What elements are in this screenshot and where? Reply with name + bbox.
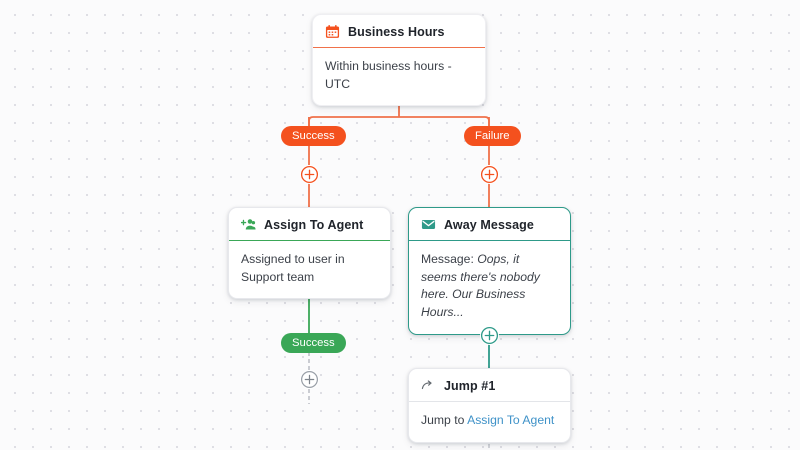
node-title: Business Hours — [348, 24, 445, 39]
node-title: Jump #1 — [444, 378, 496, 393]
add-node-button-failure[interactable] — [480, 165, 499, 184]
node-header: Business Hours — [313, 15, 485, 48]
node-title: Away Message — [444, 217, 534, 232]
jump-arrow-icon — [421, 378, 436, 393]
badge-label: Failure — [475, 130, 510, 142]
node-header: Jump #1 — [409, 369, 570, 402]
jump-prefix: Jump to — [421, 413, 465, 427]
node-body: Within business hours - UTC — [325, 59, 452, 91]
badge-success-agent[interactable]: Success — [281, 333, 346, 353]
node-away-message[interactable]: Away Message Message: Oops, it seems the… — [408, 207, 571, 335]
node-jump-1[interactable]: Jump #1 Jump to Assign To Agent — [408, 368, 571, 443]
add-node-button-away[interactable] — [480, 326, 499, 345]
badge-label: Success — [292, 130, 335, 142]
message-text: Oops, it seems there's nobody here. Our … — [421, 252, 540, 320]
node-header: Away Message — [409, 208, 570, 241]
node-body: Message: Oops, it seems there's nobody h… — [409, 241, 570, 334]
node-title: Assign To Agent — [264, 217, 364, 232]
node-assign-to-agent[interactable]: Assign To Agent Assigned to user in Supp… — [228, 207, 391, 300]
add-node-button-success-agent[interactable] — [300, 370, 319, 389]
add-people-icon — [241, 217, 256, 232]
node-header: Assign To Agent — [229, 208, 390, 241]
node-body: Jump to Assign To Agent — [409, 402, 570, 442]
message-label: Message: — [421, 252, 474, 266]
badge-success-top[interactable]: Success — [281, 126, 346, 146]
calendar-icon — [325, 24, 340, 39]
badge-label: Success — [292, 337, 335, 349]
badge-failure-top[interactable]: Failure — [464, 126, 521, 146]
node-body: Assigned to user in Support team — [241, 252, 345, 284]
envelope-icon — [421, 217, 436, 232]
jump-target-link[interactable]: Assign To Agent — [467, 413, 555, 427]
node-business-hours[interactable]: Business Hours Within business hours - U… — [312, 14, 486, 107]
add-node-button-success[interactable] — [300, 165, 319, 184]
